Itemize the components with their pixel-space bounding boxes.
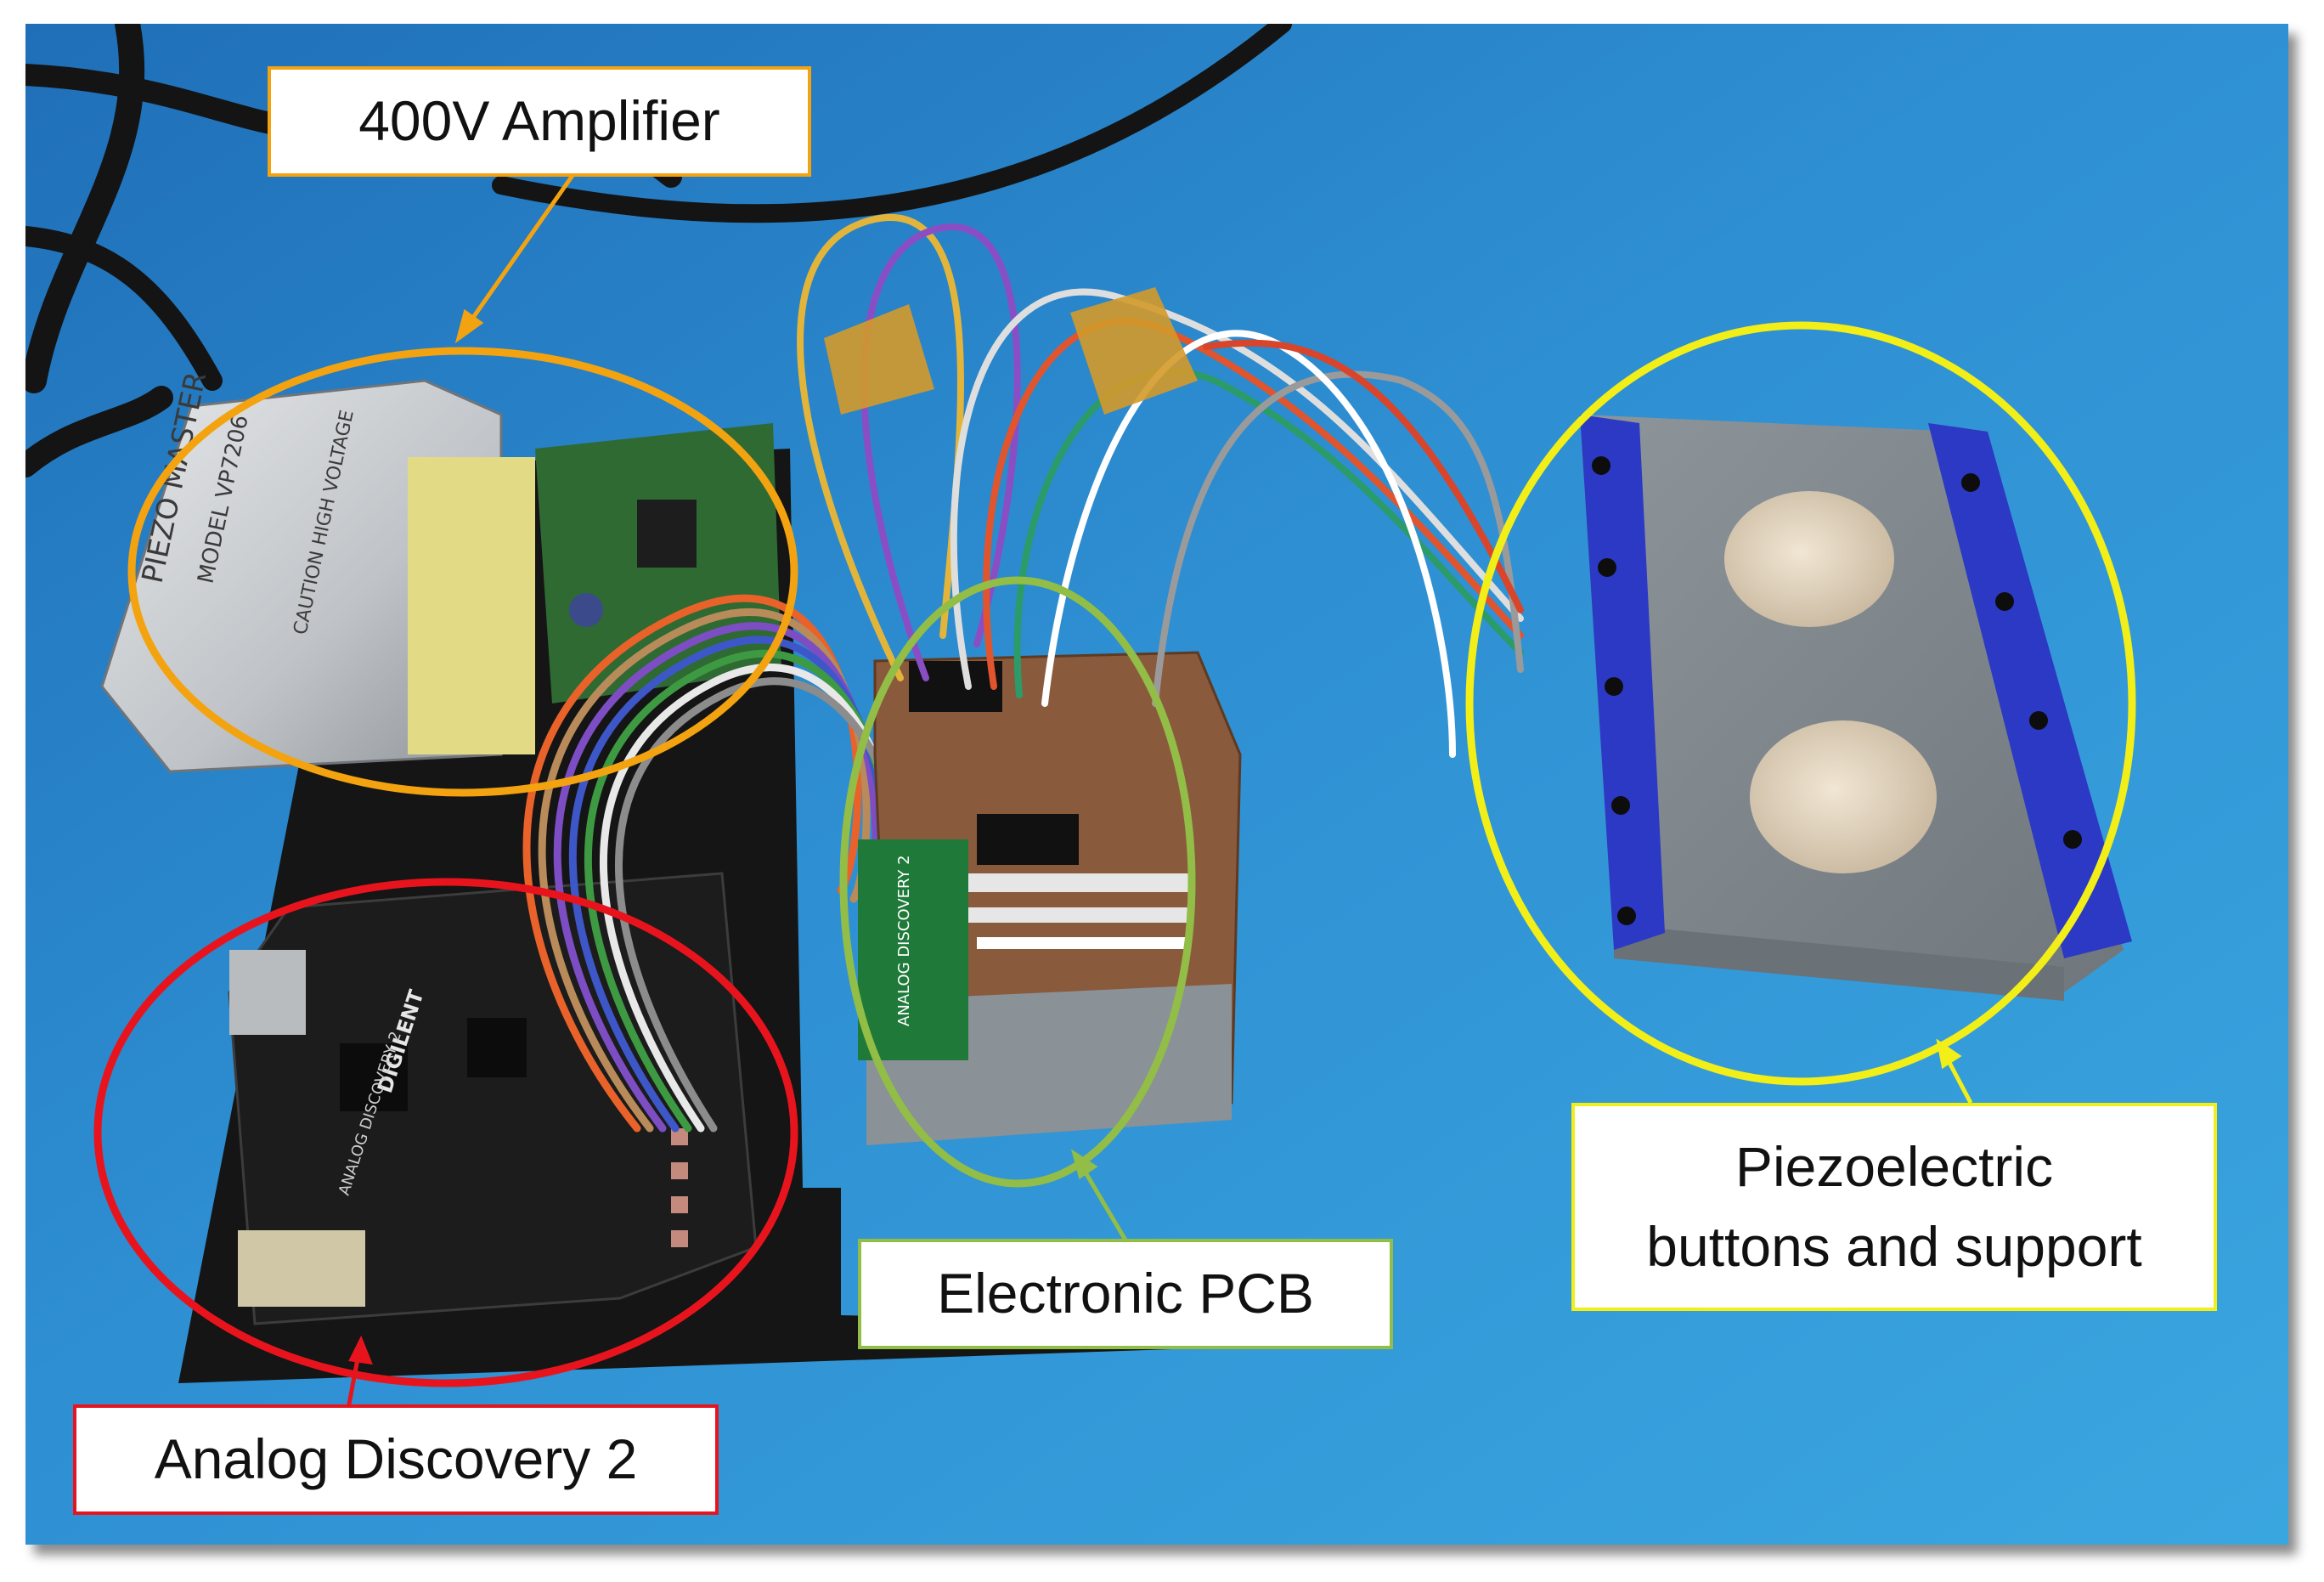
piezo-support-label: Piezoelectric buttons and support [1571, 1103, 2217, 1311]
lab-setup-scene: PIEZO MASTER MODEL VP7206 CAUTION HIGH V… [25, 24, 2288, 1545]
adapter-name-text: ANALOG DISCOVERY 2 [895, 855, 913, 1026]
piezo-support-label-text: Piezoelectric buttons and support [1646, 1134, 2142, 1278]
electronic-pcb-highlight-ellipse [839, 576, 1196, 1188]
amplifier-device: PIEZO MASTER MODEL VP7206 CAUTION HIGH V… [100, 369, 781, 773]
amplifier-arrow [456, 167, 580, 340]
piezo-support-assembly [1580, 415, 2132, 1001]
analog-discovery-label: Analog Discovery 2 [73, 1404, 719, 1515]
analog-discovery-highlight-ellipse [93, 878, 798, 1387]
electronic-pcb-assembly: ANALOG DISCOVERY 2 [858, 651, 1242, 1145]
amplifier-label-text: 400V Amplifier [358, 89, 720, 153]
kapton-tape [824, 287, 1198, 415]
piezo-support-highlight-ellipse [1465, 321, 2136, 1086]
amplifier-label: 400V Amplifier [268, 66, 811, 177]
electronic-pcb-label-text: Electronic PCB [937, 1262, 1314, 1325]
signal-wires [797, 213, 1524, 758]
lab-setup-photo: PIEZO MASTER MODEL VP7206 CAUTION HIGH V… [25, 24, 2288, 1545]
amplifier-highlight-ellipse [127, 347, 798, 797]
electronic-pcb-label: Electronic PCB [858, 1239, 1393, 1349]
analog-discovery-label-text: Analog Discovery 2 [154, 1427, 638, 1491]
